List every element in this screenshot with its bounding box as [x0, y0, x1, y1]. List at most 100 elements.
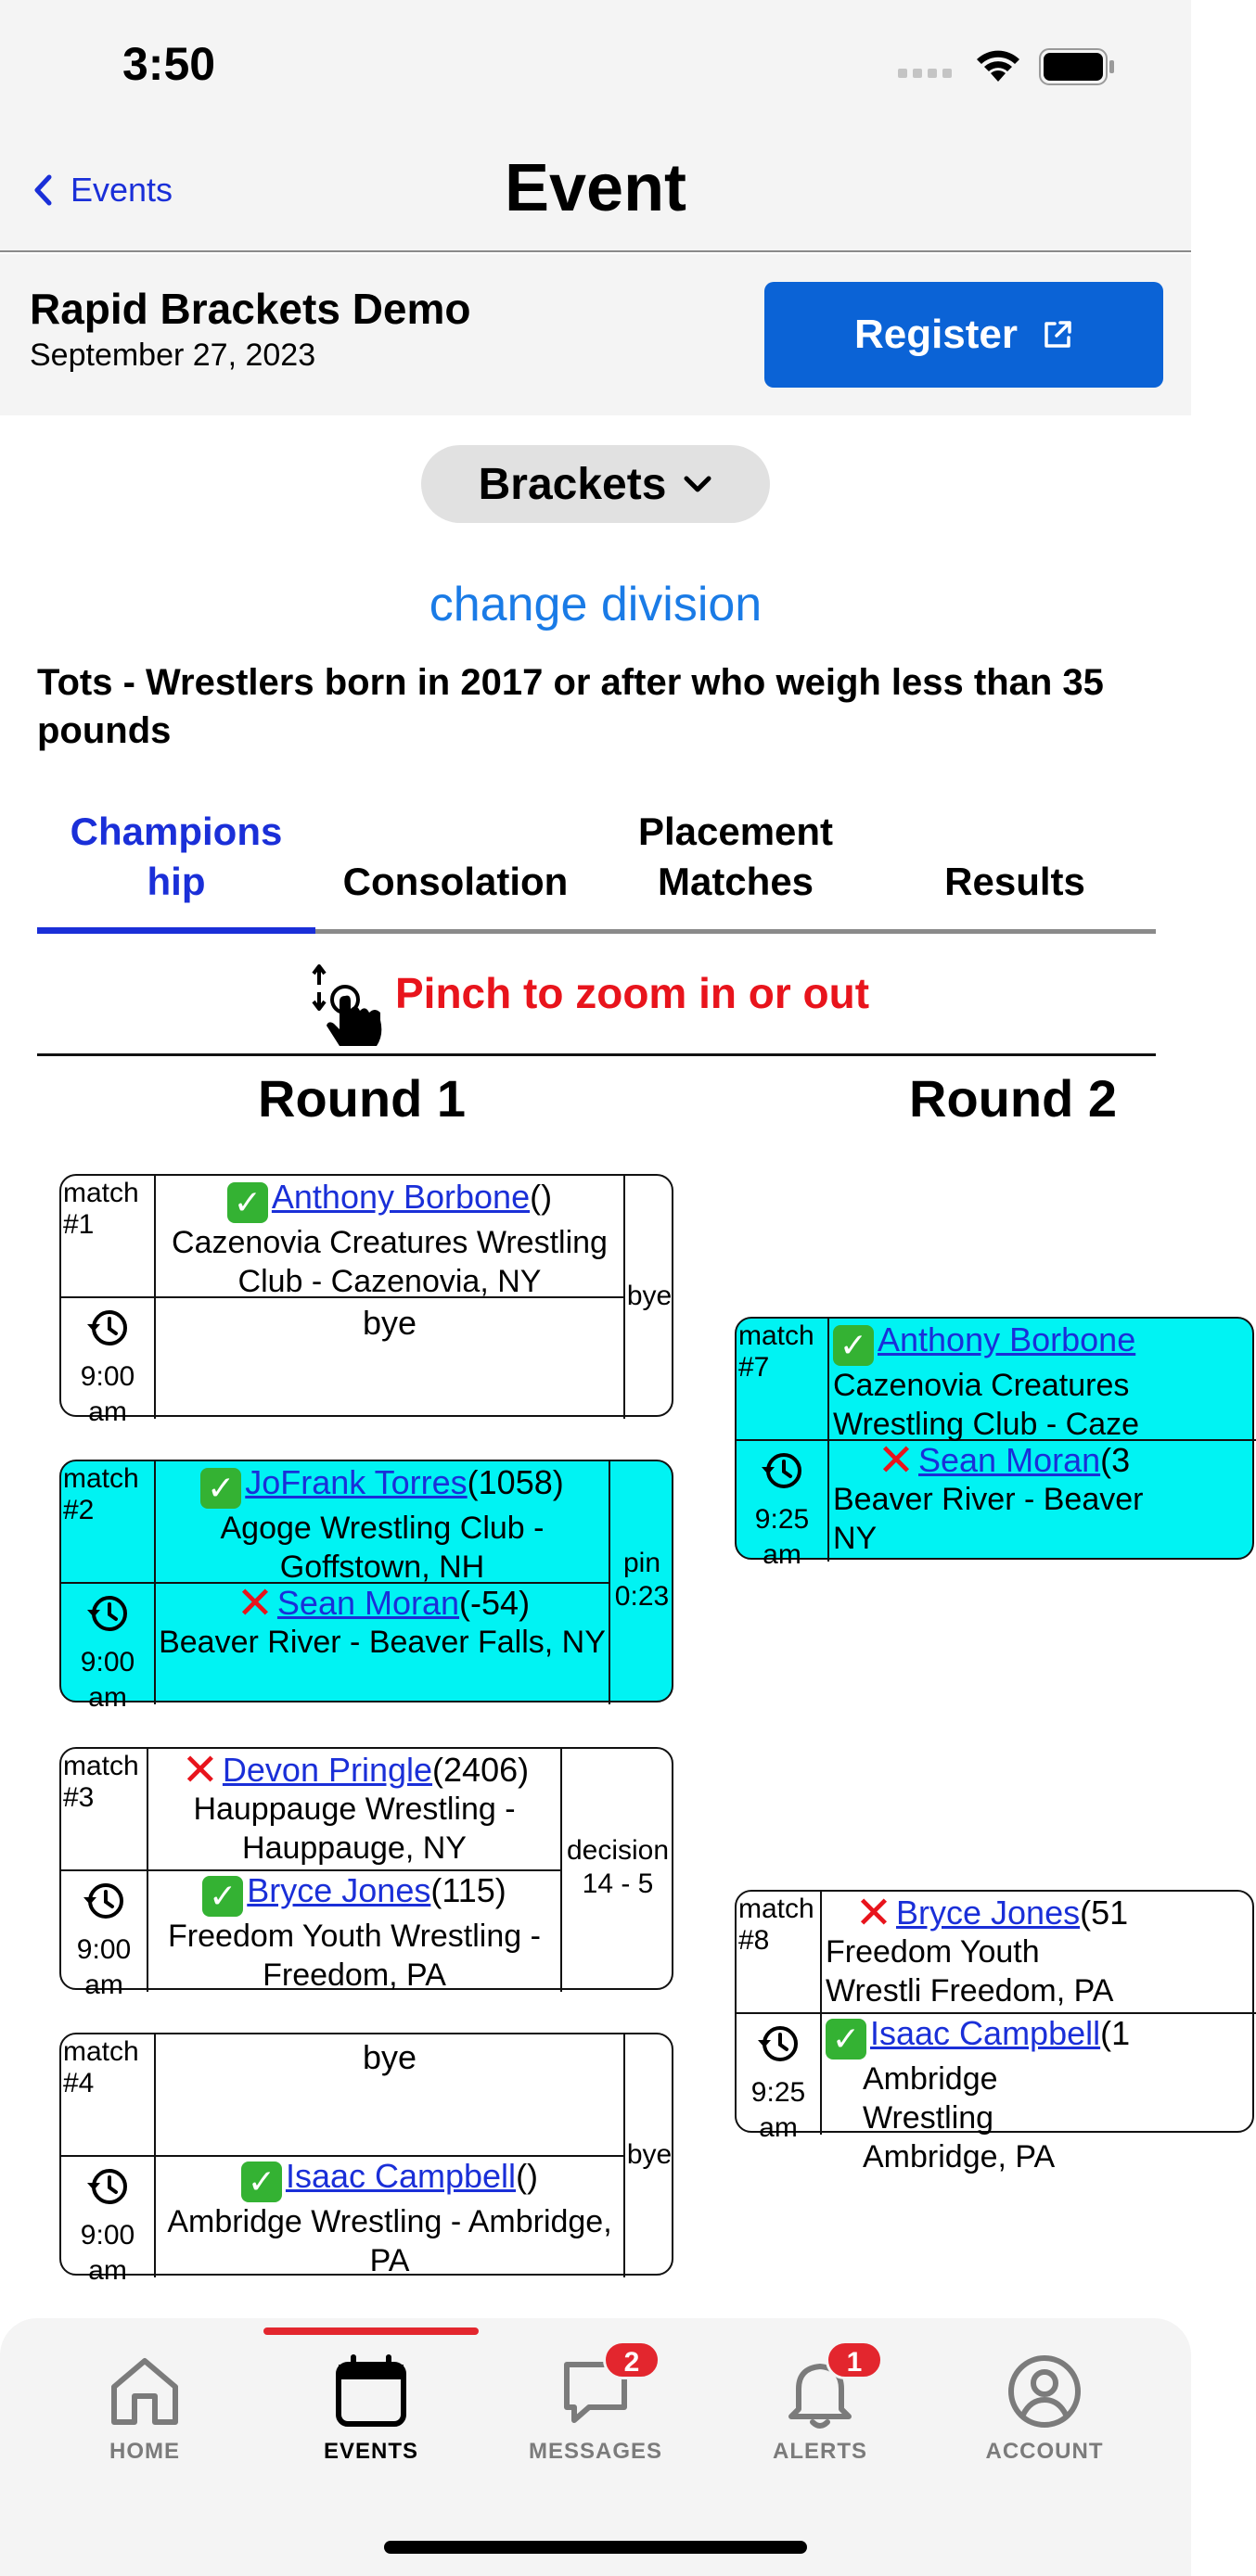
page-title: Event	[504, 151, 687, 225]
loss-x-icon: ✕	[854, 1889, 893, 1938]
wrestler-bottom: ✕Sean Moran(-54) Beaver River - Beaver F…	[156, 1582, 609, 1662]
history-icon	[87, 1596, 127, 1631]
history-icon	[758, 2026, 798, 2061]
wrestler-top: ✓Anthony Borbone Cazenovia Creatures Wre…	[833, 1320, 1256, 1444]
wrestler-name-link[interactable]: Isaac Campbell	[285, 2157, 517, 2195]
wrestler-top: ✕Devon Pringle(2406) Hauppauge Wrestling…	[148, 1746, 560, 1868]
tab-active-indicator	[37, 927, 315, 934]
bell-icon	[788, 2364, 852, 2429]
view-selector-label: Brackets	[478, 459, 667, 509]
match-number: match #7	[738, 1320, 814, 1383]
history-icon	[87, 1310, 127, 1345]
tab-placement-matches[interactable]: Placement Matches	[637, 810, 834, 903]
division-title: Tots - Wrestlers born in 2017 or after w…	[37, 662, 1104, 751]
win-check-icon: ✓	[240, 2162, 282, 2202]
wrestler-name-link[interactable]: Devon Pringle	[222, 1751, 433, 1789]
view-selector-dropdown[interactable]: Brackets	[421, 445, 770, 523]
event-name: Rapid Brackets Demo	[30, 285, 471, 333]
wrestler-name-link[interactable]: Isaac Campbell	[870, 2014, 1101, 2052]
tab-bar	[0, 2318, 1191, 2576]
home-indicator	[384, 2541, 807, 2554]
wrestler-team: Beaver River - Beaver Falls, NY	[159, 1625, 606, 1660]
wifi-icon	[977, 50, 1019, 82]
wrestler-team: Hauppauge Wrestling - Hauppauge, NY	[193, 1792, 516, 1866]
match-result: decision 14 - 5	[566, 1835, 670, 1899]
account-icon	[1008, 2355, 1081, 2428]
wrestler-team: Ambridge Wrestling - Ambridge, PA	[167, 2204, 612, 2278]
match-card[interactable]: match #1 9:00 am ✓Anthony Borbone() Caze…	[59, 1174, 673, 1427]
wrestler-team: Freedom Youth Wrestli Freedom, PA	[826, 1934, 1114, 2009]
loss-x-icon: ✕	[877, 1436, 916, 1486]
change-division-link[interactable]: change division	[429, 578, 763, 631]
alerts-badge: 1	[826, 2340, 883, 2379]
home-icon	[111, 2358, 178, 2425]
round-1-title: Round 1	[258, 1069, 466, 1128]
wrestler-team: Freedom Youth Wrestling - Freedom, PA	[168, 1919, 541, 1993]
wrestler-name-link[interactable]: Bryce Jones	[247, 1871, 431, 1909]
tab-results[interactable]: Results	[944, 860, 1085, 903]
wrestler-team: Ambridge Wrestling Ambridge, PA	[863, 2061, 1056, 2174]
wrestler-name-link[interactable]: Sean Moran	[276, 1584, 460, 1622]
wrestler-name-link[interactable]: Anthony Borbone	[271, 1178, 531, 1216]
match-card[interactable]: match #4 9:00 am bye ✓Isaac Campbell() A…	[59, 2033, 673, 2286]
register-button[interactable]: Register	[764, 282, 1163, 388]
bracket-canvas[interactable]: match #1 9:00 am ✓Anthony Borbone() Caze…	[0, 1159, 1256, 2318]
tabbar-alerts[interactable]: ALERTS	[737, 2353, 904, 2465]
wrestler-name-link[interactable]: Sean Moran	[918, 1441, 1101, 1479]
wrestler-bottom: bye	[362, 1304, 417, 1342]
match-time: 9:00 am	[61, 1591, 154, 1715]
match-result: bye	[626, 1281, 673, 1311]
wrestler-top: ✕Bryce Jones(51 Freedom Youth Wrestli Fr…	[826, 1889, 1256, 2010]
register-label: Register	[853, 312, 1019, 357]
match-card[interactable]: match #8 9:25 am ✕Bryce Jones(51 Freedom…	[735, 1889, 1256, 2174]
event-date: September 27, 2023	[30, 338, 316, 373]
wrestler-bottom: ✓Isaac Campbell(1 Ambridge Wrestling Amb…	[826, 2014, 1256, 2176]
match-card[interactable]: match #7 9:25 am ✓Anthony Borbone Cazeno…	[735, 1317, 1256, 1570]
win-check-icon: ✓	[833, 1325, 874, 1366]
cellular-signal-icon	[898, 69, 952, 78]
wrestler-bottom: ✕Sean Moran(3 Beaver River - Beaver NY	[833, 1436, 1256, 1558]
history-icon	[762, 1453, 801, 1488]
win-check-icon: ✓	[226, 1182, 268, 1223]
match-number: match #1	[63, 1178, 139, 1240]
match-result: pin 0:23	[614, 1548, 670, 1612]
loss-x-icon: ✕	[181, 1746, 220, 1795]
pinch-hint: Pinch to zoom in or out	[395, 969, 870, 1017]
wrestler-team: Agoge Wrestling Club - Goffstown, NH	[220, 1511, 545, 1585]
tabbar-account[interactable]: ACCOUNT	[961, 2353, 1128, 2465]
match-result: bye	[626, 2139, 673, 2170]
wrestler-name-link[interactable]: Anthony Borbone	[878, 1320, 1136, 1358]
wrestler-team: Cazenovia Creatures Wrestling Club - Caz…	[172, 1225, 608, 1299]
active-tab-indicator	[263, 2327, 479, 2335]
match-number: match #8	[738, 1894, 814, 1956]
match-card[interactable]: match #3 9:00 am ✕Devon Pringle(2406) Ha…	[59, 1746, 673, 2000]
tabbar-events[interactable]: EVENTS	[288, 2353, 455, 2465]
wrestler-top: bye	[362, 2038, 417, 2076]
pinch-gesture-icon	[312, 964, 382, 1046]
win-check-icon: ✓	[202, 1876, 244, 1917]
match-number: match #4	[63, 2036, 139, 2098]
messages-badge: 2	[603, 2340, 660, 2379]
back-label: Events	[70, 171, 173, 209]
nav-bar	[0, 0, 1191, 252]
match-number: match #2	[63, 1463, 139, 1525]
match-card[interactable]: match #2 9:00 am ✓JoFrank Torres(1058) A…	[59, 1460, 673, 1713]
wrestler-team: Cazenovia Creatures Wrestling Club - Caz…	[833, 1368, 1140, 1442]
match-time: 9:00 am	[61, 1306, 154, 1430]
hint-divider	[37, 1053, 1156, 1056]
match-time: 9:00 am	[61, 2164, 154, 2289]
wrestler-name-link[interactable]: Bryce Jones	[896, 1894, 1081, 1932]
tab-consolation[interactable]: Consolation	[342, 860, 569, 903]
tabbar-home[interactable]: HOME	[61, 2353, 228, 2465]
history-icon	[83, 1883, 123, 1919]
external-link-icon	[1045, 321, 1071, 348]
win-check-icon: ✓	[826, 2019, 866, 2060]
wrestler-name-link[interactable]: JoFrank Torres	[245, 1463, 468, 1501]
match-number: match #3	[63, 1751, 139, 1813]
tabbar-messages[interactable]: MESSAGES	[512, 2353, 679, 2465]
match-time: 9:25 am	[737, 1448, 827, 1573]
back-button[interactable]: Events	[33, 171, 173, 210]
calendar-icon	[336, 2354, 406, 2427]
tab-championship[interactable]: Champions hip	[70, 810, 283, 903]
wrestler-bottom: ✓Isaac Campbell() Ambridge Wrestling - A…	[156, 2157, 623, 2280]
